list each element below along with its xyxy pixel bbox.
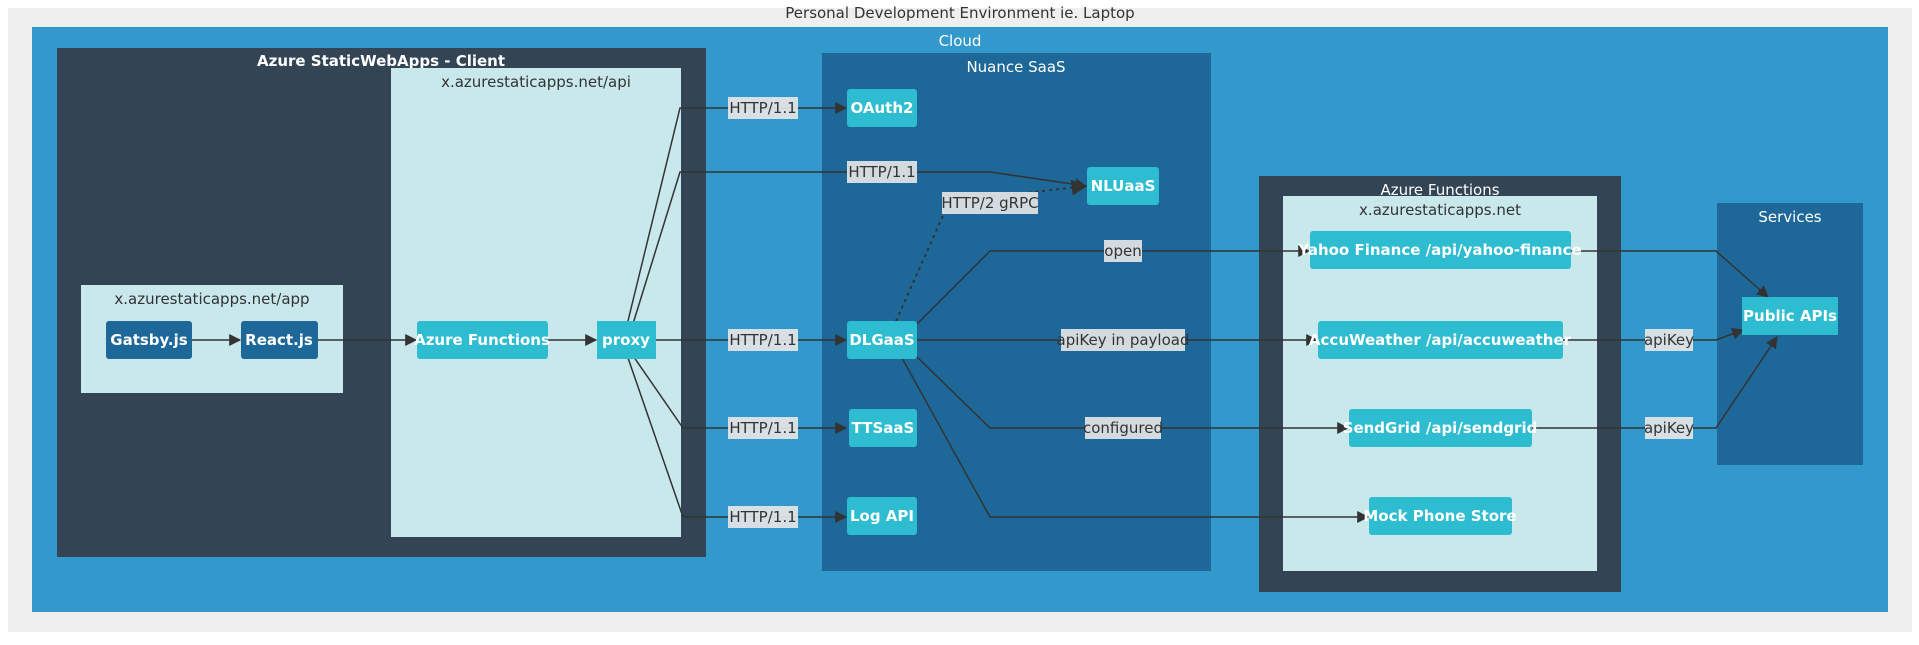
client-title: Azure StaticWebApps - Client xyxy=(257,52,505,70)
node-proxy-label: proxy xyxy=(602,331,650,349)
edge-label-dlgaas-accuweather: apiKey in payload xyxy=(1057,331,1190,349)
functions-inner-title: x.azurestaticapps.net xyxy=(1359,201,1521,219)
edge-proxy-nluaas xyxy=(631,171,1088,328)
edge-label-proxy-oauth2: HTTP/1.1 xyxy=(729,99,796,117)
edge-label-sendgrid-public: apiKey xyxy=(1644,419,1694,437)
edge-label-dlgaas-nluaas: HTTP/2 gRPC xyxy=(941,194,1038,212)
edge-label-bg xyxy=(1061,329,1185,351)
node-publicapis-label: Public APIs xyxy=(1743,307,1837,325)
app-title: x.azurestaticapps.net/app xyxy=(114,290,309,308)
node-logapi xyxy=(847,497,917,535)
node-ttsaas xyxy=(849,409,917,447)
node-react xyxy=(241,321,318,359)
edge-label-bg xyxy=(1104,240,1142,262)
edge-label-bg xyxy=(728,417,798,439)
node-nluaas xyxy=(1087,167,1159,205)
edge-label-bg xyxy=(1645,329,1693,351)
services-title: Services xyxy=(1758,208,1821,226)
edge-label-proxy-nluaas: HTTP/1.1 xyxy=(848,163,915,181)
edge-dlgaas-sendgrid xyxy=(916,356,1350,434)
edge-dlgaas-nluaas xyxy=(895,179,1088,322)
api-title: x.azurestaticapps.net/api xyxy=(441,73,631,91)
edge-label-dlgaas-sendgrid: configured xyxy=(1083,419,1163,437)
node-mockphone xyxy=(1369,497,1512,535)
node-publicapis xyxy=(1742,297,1838,335)
cluster-nuance xyxy=(822,53,1211,571)
edge-label-proxy-logapi: HTTP/1.1 xyxy=(729,508,796,526)
edge-label-bg xyxy=(847,161,917,183)
node-dlgaas xyxy=(847,321,917,359)
edge-label-proxy-ttsaas: HTTP/1.1 xyxy=(729,419,796,437)
node-logapi-label: Log API xyxy=(850,507,914,525)
edge-yahoo-public xyxy=(1571,250,1769,298)
edge-dlgaas-mockphone xyxy=(901,357,1370,523)
node-ttsaas-label: TTSaaS xyxy=(852,419,915,437)
edge-label-bg xyxy=(728,329,798,351)
edge-label-proxy-dlgaas: HTTP/1.1 xyxy=(729,331,796,349)
node-sendgrid-label: SendGrid /api/sendgrid xyxy=(1343,419,1538,437)
edge-label-bg xyxy=(1085,417,1161,439)
node-gatsby xyxy=(106,321,192,359)
node-accuweather xyxy=(1318,321,1563,359)
environment-title: Personal Development Environment ie. Lap… xyxy=(785,4,1134,22)
node-yahoo-label: Yahoo Finance /api/yahoo-finance xyxy=(1297,241,1581,259)
edge-label-bg xyxy=(1645,417,1693,439)
edge-sendgrid-public xyxy=(1532,336,1778,429)
node-azure-functions-label: Azure Functions xyxy=(414,331,550,349)
node-oauth2 xyxy=(847,89,917,127)
cloud-title: Cloud xyxy=(939,32,982,50)
edge-label-accuweather-public: apiKey xyxy=(1644,331,1694,349)
node-dlgaas-label: DLGaaS xyxy=(849,331,914,349)
node-azure-functions xyxy=(417,321,548,359)
edge-label-dlgaas-yahoo: open xyxy=(1104,242,1141,260)
node-react-label: React.js xyxy=(245,331,313,349)
edge-accuweather-public xyxy=(1563,328,1745,341)
edge-label-bg xyxy=(942,192,1038,214)
node-oauth2-label: OAuth2 xyxy=(851,99,914,117)
nuance-title: Nuance SaaS xyxy=(966,58,1065,76)
edge-label-bg xyxy=(728,506,798,528)
edge-dlgaas-yahoo xyxy=(916,245,1311,325)
node-proxy xyxy=(597,321,656,359)
edge-label-bg xyxy=(728,97,798,119)
node-nluaas-label: NLUaaS xyxy=(1091,177,1156,195)
node-yahoo xyxy=(1310,231,1571,269)
node-sendgrid xyxy=(1349,409,1532,447)
functions-title: Azure Functions xyxy=(1380,181,1499,199)
cluster-api xyxy=(391,68,681,537)
node-mockphone-label: Mock Phone Store xyxy=(1363,507,1516,525)
node-accuweather-label: AccuWeather /api/accuweather xyxy=(1309,331,1572,349)
node-gatsby-label: Gatsby.js xyxy=(110,331,188,349)
